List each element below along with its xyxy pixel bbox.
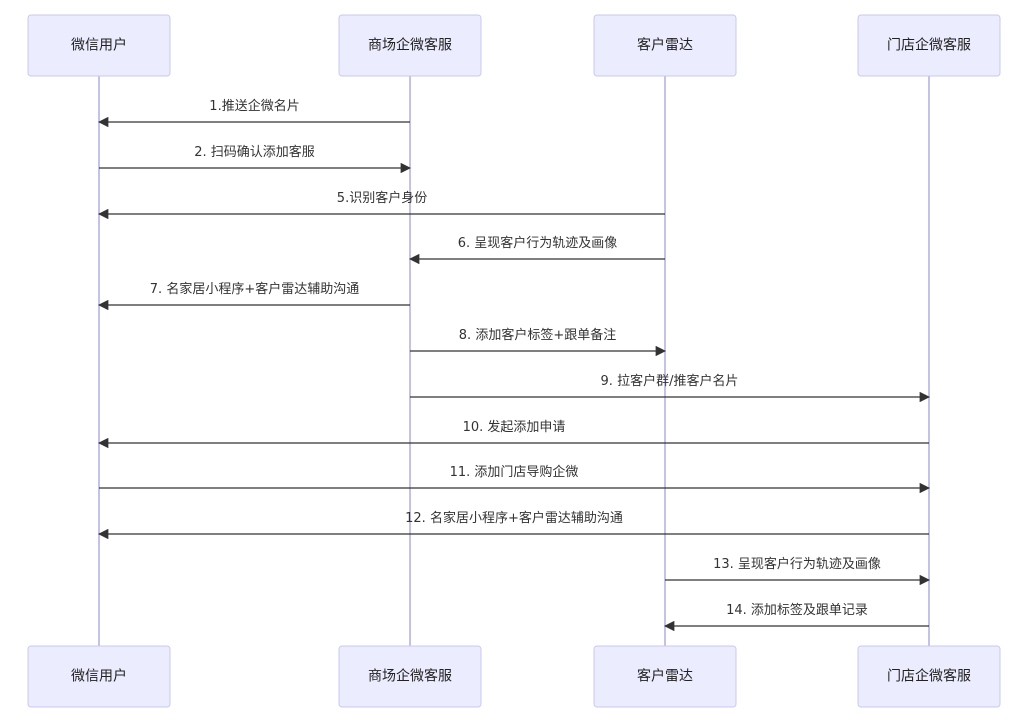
message-label: 7. 名家居小程序+客户雷达辅助沟通 <box>150 281 359 297</box>
message-label: 13. 呈现客户行为轨迹及画像 <box>713 556 881 572</box>
participant-radar-bottom: 客户雷达 <box>593 645 737 708</box>
participant-box <box>338 645 482 708</box>
participant-radar-top: 客户雷达 <box>593 14 737 77</box>
message-3: 5.识别客户身份 <box>97 190 665 220</box>
message-2: 2. 扫码确认添加客服 <box>99 144 412 174</box>
message-label: 10. 发起添加申请 <box>463 419 566 435</box>
messages: 1.推送企微名片 2. 扫码确认添加客服 5.识别客户身份 6. 呈现客户行为轨迹及画… <box>97 98 931 632</box>
participant-box <box>338 14 482 77</box>
participant-label: 门店企微客服 <box>887 668 971 685</box>
message-7: 9. 拉客户群/推客户名片 <box>410 373 931 403</box>
message-4: 6. 呈现客户行为轨迹及画像 <box>408 235 665 265</box>
message-label: 1.推送企微名片 <box>209 98 299 114</box>
message-label: 11. 添加门店导购企微 <box>450 464 579 480</box>
message-label: 12. 名家居小程序+客户雷达辅助沟通 <box>405 510 623 526</box>
message-label: 6. 呈现客户行为轨迹及画像 <box>458 235 618 251</box>
message-label: 14. 添加标签及跟单记录 <box>726 602 868 618</box>
message-5: 7. 名家居小程序+客户雷达辅助沟通 <box>97 281 410 311</box>
participant-box <box>593 645 737 708</box>
participant-box <box>593 14 737 77</box>
participant-wechat_user-bottom: 微信用户 <box>27 645 171 708</box>
message-label: 2. 扫码确认添加客服 <box>194 144 315 160</box>
participant-mall_service-bottom: 商场企微客服 <box>338 645 482 708</box>
participant-label: 客户雷达 <box>637 37 693 54</box>
message-11: 13. 呈现客户行为轨迹及画像 <box>665 556 931 586</box>
participant-label: 商场企微客服 <box>368 668 452 685</box>
participant-label: 微信用户 <box>71 37 127 54</box>
message-9: 11. 添加门店导购企微 <box>99 464 931 494</box>
message-12: 14. 添加标签及跟单记录 <box>663 602 929 632</box>
participant-store_service-top: 门店企微客服 <box>857 14 1001 77</box>
participant-wechat_user-top: 微信用户 <box>27 14 171 77</box>
participant-box <box>857 645 1001 708</box>
participants-bottom: 微信用户 商场企微客服 客户雷达 门店企微客服 <box>27 645 1001 708</box>
participant-label: 客户雷达 <box>637 668 693 685</box>
message-6: 8. 添加客户标签+跟单备注 <box>410 327 667 357</box>
message-label: 9. 拉客户群/推客户名片 <box>601 373 739 389</box>
message-8: 10. 发起添加申请 <box>97 419 929 449</box>
participant-label: 门店企微客服 <box>887 37 971 54</box>
participant-box <box>27 14 171 77</box>
participant-box <box>857 14 1001 77</box>
participant-store_service-bottom: 门店企微客服 <box>857 645 1001 708</box>
participant-box <box>27 645 171 708</box>
message-label: 8. 添加客户标签+跟单备注 <box>459 327 616 343</box>
message-1: 1.推送企微名片 <box>97 98 410 128</box>
participant-label: 微信用户 <box>71 668 127 685</box>
participants-top: 微信用户 商场企微客服 客户雷达 门店企微客服 <box>27 14 1001 77</box>
participant-label: 商场企微客服 <box>368 37 452 54</box>
message-10: 12. 名家居小程序+客户雷达辅助沟通 <box>97 510 929 540</box>
participant-mall_service-top: 商场企微客服 <box>338 14 482 77</box>
message-label: 5.识别客户身份 <box>337 190 427 206</box>
